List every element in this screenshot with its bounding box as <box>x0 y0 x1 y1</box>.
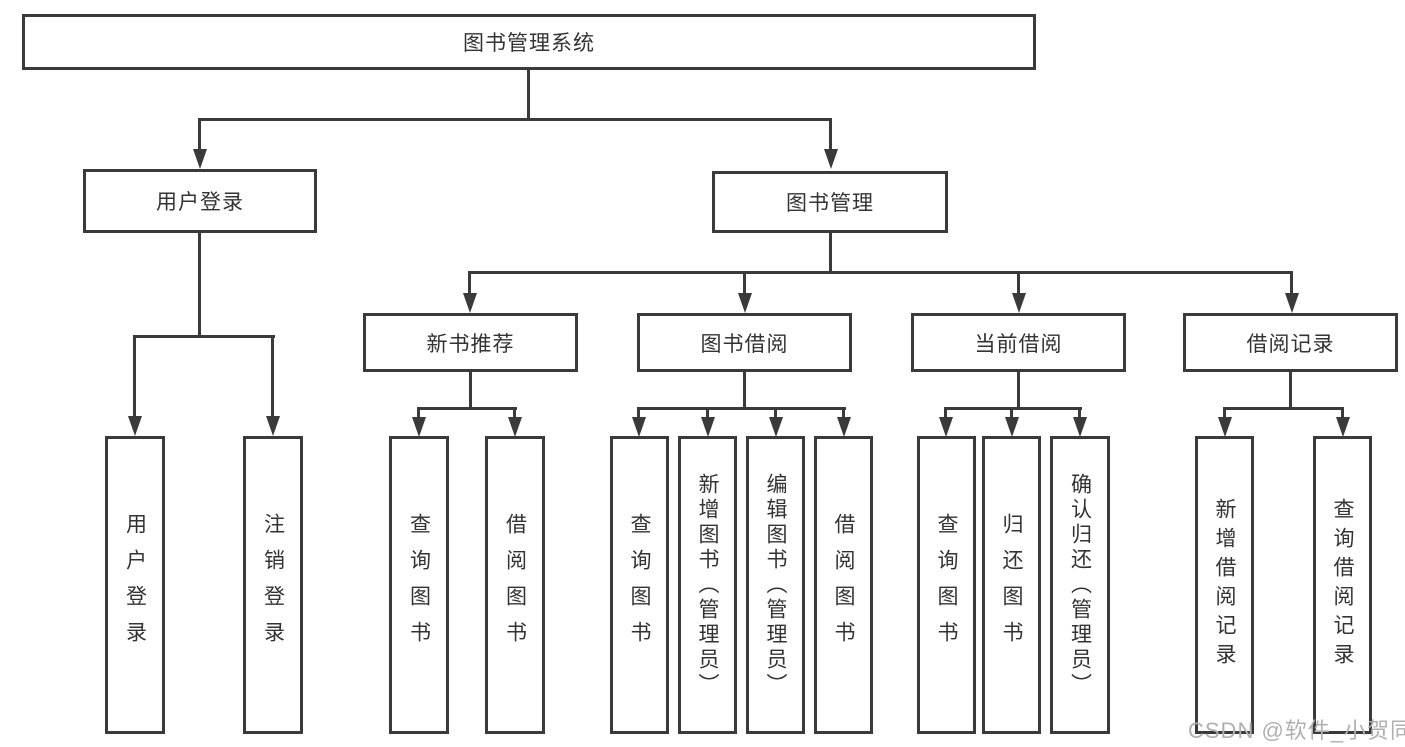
arrowhead-recommend <box>463 293 477 313</box>
connector-drop-book-mgmt <box>829 118 832 152</box>
connector-drop-current-2 <box>1010 407 1013 419</box>
arrowhead-login-1 <box>128 416 142 436</box>
node-root-label: 图书管理系统 <box>463 32 595 55</box>
node-book-borrow: 图书借阅 <box>637 313 852 372</box>
node-book-management-label: 图书管理 <box>786 192 874 215</box>
connector-drop-borrow-3 <box>774 407 777 419</box>
connector-recommend-stem <box>469 372 472 410</box>
leaf-return-books: 归还图书 <box>982 436 1041 734</box>
connector-drop-user-login <box>198 118 201 152</box>
connector-drop-borrow-1 <box>637 407 640 419</box>
arrowhead-recommend-2 <box>508 417 522 437</box>
arrowhead-book-mgmt <box>824 149 838 169</box>
leaf-recommend-query-books-label: 查询图书 <box>407 513 431 657</box>
leaf-edit-books-admin: 编辑图书（管理员） <box>746 436 805 734</box>
connector-login-split <box>134 335 275 338</box>
connector-drop-current-1 <box>944 407 947 419</box>
connector-records-split <box>1223 407 1344 410</box>
arrowhead-records <box>1285 293 1299 313</box>
leaf-edit-books-admin-label: 编辑图书（管理员） <box>764 472 787 698</box>
connector-root-split <box>198 118 832 121</box>
node-current-borrow-label: 当前借阅 <box>974 332 1063 356</box>
arrowhead-current-3 <box>1073 417 1087 437</box>
connector-root-stem <box>527 67 530 120</box>
node-book-borrow-label: 图书借阅 <box>700 332 789 356</box>
connector-drop-records-2 <box>1341 407 1344 419</box>
connector-borrow-split <box>637 407 846 410</box>
leaf-logout-label: 注销登录 <box>261 513 285 657</box>
connector-records-stem <box>1289 372 1292 410</box>
connector-drop-recommend-1 <box>417 407 420 419</box>
arrowhead-records-1 <box>1218 417 1232 437</box>
connector-drop-records-1 <box>1223 407 1226 419</box>
leaf-query-borrow-record-label: 查询借阅记录 <box>1331 498 1354 672</box>
watermark: CSDN @软件_小贺同学 <box>1188 718 1405 743</box>
connector-drop-records <box>1290 271 1293 296</box>
connector-drop-recommend <box>468 271 471 296</box>
arrowhead-user-login <box>193 149 207 169</box>
arrowhead-current-1 <box>939 417 953 437</box>
leaf-borrow-query-books: 查询图书 <box>610 436 669 734</box>
leaf-confirm-return-admin-label: 确认归还（管理员） <box>1068 472 1092 698</box>
connector-current-split <box>944 407 1082 410</box>
connector-borrow-stem <box>743 372 746 410</box>
leaf-add-borrow-record: 新增借阅记录 <box>1195 436 1254 734</box>
arrowhead-borrow-2 <box>701 417 715 437</box>
leaf-add-borrow-record-label: 新增借阅记录 <box>1213 498 1236 672</box>
arrowhead-borrow-3 <box>769 417 783 437</box>
arrowhead-login-2 <box>266 416 280 436</box>
connector-drop-current <box>1017 271 1020 296</box>
leaf-add-books-admin: 新增图书（管理员） <box>678 436 737 734</box>
leaf-recommend-query-books: 查询图书 <box>389 436 449 734</box>
node-new-book-recommend-label: 新书推荐 <box>426 332 515 356</box>
leaf-confirm-return-admin: 确认归还（管理员） <box>1050 436 1110 734</box>
arrowhead-borrow <box>738 293 752 313</box>
node-user-login-label: 用户登录 <box>156 191 244 214</box>
leaf-user-login-label: 用户登录 <box>123 513 147 657</box>
node-borrow-records-label: 借阅记录 <box>1246 332 1335 356</box>
leaf-return-books-label: 归还图书 <box>1000 513 1023 657</box>
connector-drop-borrow-2 <box>706 407 709 419</box>
node-root: 图书管理系统 <box>22 14 1036 70</box>
leaf-add-books-admin-label: 新增图书（管理员） <box>696 472 719 698</box>
leaf-borrow-query-books-label: 查询图书 <box>628 513 651 657</box>
connector-drop-borrow-4 <box>842 407 845 419</box>
connector-login-stem <box>198 233 201 338</box>
arrowhead-borrow-1 <box>632 417 646 437</box>
leaf-current-query-books-label: 查询图书 <box>935 513 958 657</box>
leaf-recommend-borrow-books-label: 借阅图书 <box>503 513 527 657</box>
arrowhead-borrow-4 <box>837 417 851 437</box>
arrowhead-records-2 <box>1336 417 1350 437</box>
leaf-recommend-borrow-books: 借阅图书 <box>485 436 545 734</box>
connector-current-stem <box>1017 372 1020 410</box>
connector-recommend-split <box>417 407 517 410</box>
node-user-login: 用户登录 <box>83 169 317 233</box>
leaf-borrow-books: 借阅图书 <box>814 436 873 734</box>
leaf-query-borrow-record: 查询借阅记录 <box>1313 436 1372 734</box>
arrowhead-current-2 <box>1005 417 1019 437</box>
node-book-management: 图书管理 <box>712 171 948 233</box>
connector-drop-login-2 <box>271 335 274 417</box>
node-borrow-records: 借阅记录 <box>1183 313 1398 372</box>
connector-drop-borrow <box>743 271 746 296</box>
leaf-user-login: 用户登录 <box>105 436 165 734</box>
connector-drop-current-3 <box>1078 407 1081 419</box>
node-new-book-recommend: 新书推荐 <box>363 313 578 372</box>
arrowhead-recommend-1 <box>412 417 426 437</box>
leaf-borrow-books-label: 借阅图书 <box>832 513 855 657</box>
leaf-current-query-books: 查询图书 <box>917 436 976 734</box>
connector-mgmt-stem <box>829 233 832 274</box>
connector-drop-recommend-2 <box>513 407 516 419</box>
leaf-logout: 注销登录 <box>243 436 303 734</box>
arrowhead-current <box>1012 293 1026 313</box>
connector-mgmt-split <box>468 271 1293 274</box>
node-current-borrow: 当前借阅 <box>911 313 1126 372</box>
connector-drop-login-1 <box>133 335 136 417</box>
